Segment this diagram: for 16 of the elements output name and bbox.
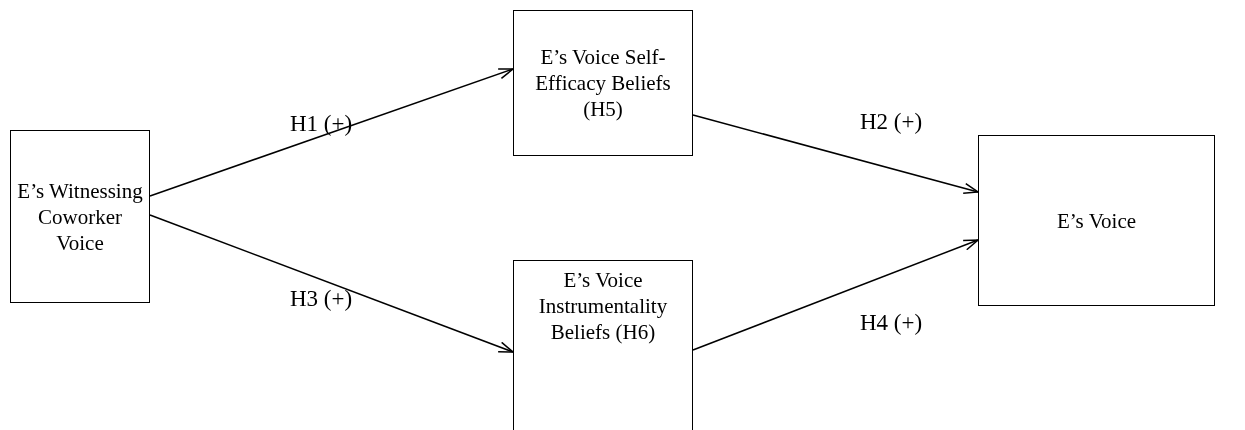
construct-label: E’s Voice: [1056, 207, 1137, 234]
construct-label: E’s Voice Self-Efficacy Beliefs (H5): [534, 44, 672, 122]
hypothesis-label: H4 (+): [860, 309, 923, 336]
arrow: [149, 214, 514, 353]
construct-box: [978, 135, 1215, 306]
arrow: [692, 114, 979, 194]
arrow: [149, 68, 514, 197]
hypothesis-label: H1 (+): [290, 110, 353, 137]
construct-label: E’s Witnessing Coworker Voice: [16, 177, 144, 256]
construct-box: [513, 260, 693, 430]
hypothesis-label: H2 (+): [860, 108, 923, 135]
hypothesis-label: H3 (+): [290, 285, 353, 312]
construct-box: [10, 130, 150, 303]
construct-box: [513, 10, 693, 156]
construct-label: E’s Voice Instrumentality Beliefs (H6): [538, 267, 668, 345]
arrow: [692, 239, 979, 351]
